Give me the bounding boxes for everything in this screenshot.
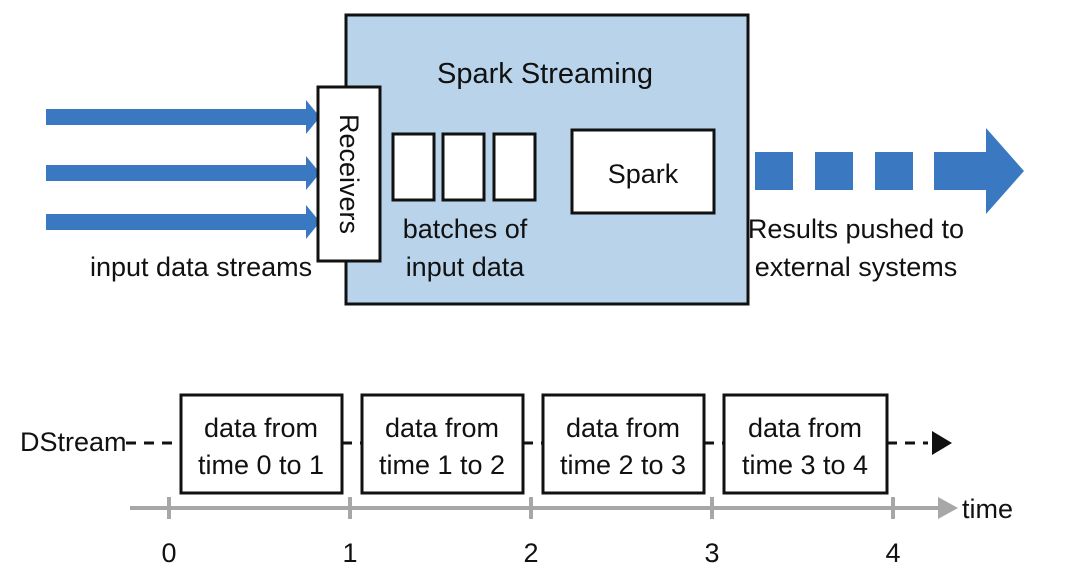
batch-block [441,132,486,202]
input-streams-label: input data streams [90,252,312,282]
output-arrow [755,128,1024,214]
batches-label-line1: batches of [403,214,528,244]
segment-line1: data from [748,413,862,443]
time-axis-label: time [962,494,1013,524]
output-label-line1: Results pushed to [748,214,964,244]
input-arrow [46,100,320,134]
segment-line1: data from [566,413,680,443]
segment-line1: data from [204,413,318,443]
dstream-arrowhead [932,431,952,455]
dstream-segment: data from time 3 to 4 [722,393,889,495]
tick-label: 4 [885,538,900,568]
time-axis-arrowhead [938,497,958,519]
segment-line2: time 3 to 4 [742,450,868,480]
tick-label: 1 [342,538,357,568]
spark-streaming-title: Spark Streaming [437,58,653,90]
spark-label: Spark [608,159,679,189]
dstream-segment: data from time 0 to 1 [179,393,344,495]
tick-label: 2 [523,538,538,568]
input-stream-arrows [46,100,320,239]
receivers-label: Receivers [334,114,364,234]
input-arrow [46,205,320,239]
receivers-box [316,85,382,263]
segment-line2: time 2 to 3 [560,450,686,480]
spark-box [570,128,716,215]
batch-block [391,132,436,202]
dstream-segment: data from time 1 to 2 [360,393,525,495]
batch-blocks [391,132,537,202]
tick-label: 3 [704,538,719,568]
output-label-line2: external systems [755,252,958,282]
segment-line1: data from [385,413,499,443]
segment-line2: time 0 to 1 [198,450,324,480]
input-arrow [46,156,320,190]
dstream-label: DStream [20,427,127,457]
segment-line2: time 1 to 2 [379,450,505,480]
tick-label: 0 [161,538,176,568]
batch-block [492,132,537,202]
time-axis [130,497,958,519]
dstream-segment: data from time 2 to 3 [541,393,706,495]
batches-label-line2: input data [406,252,526,282]
